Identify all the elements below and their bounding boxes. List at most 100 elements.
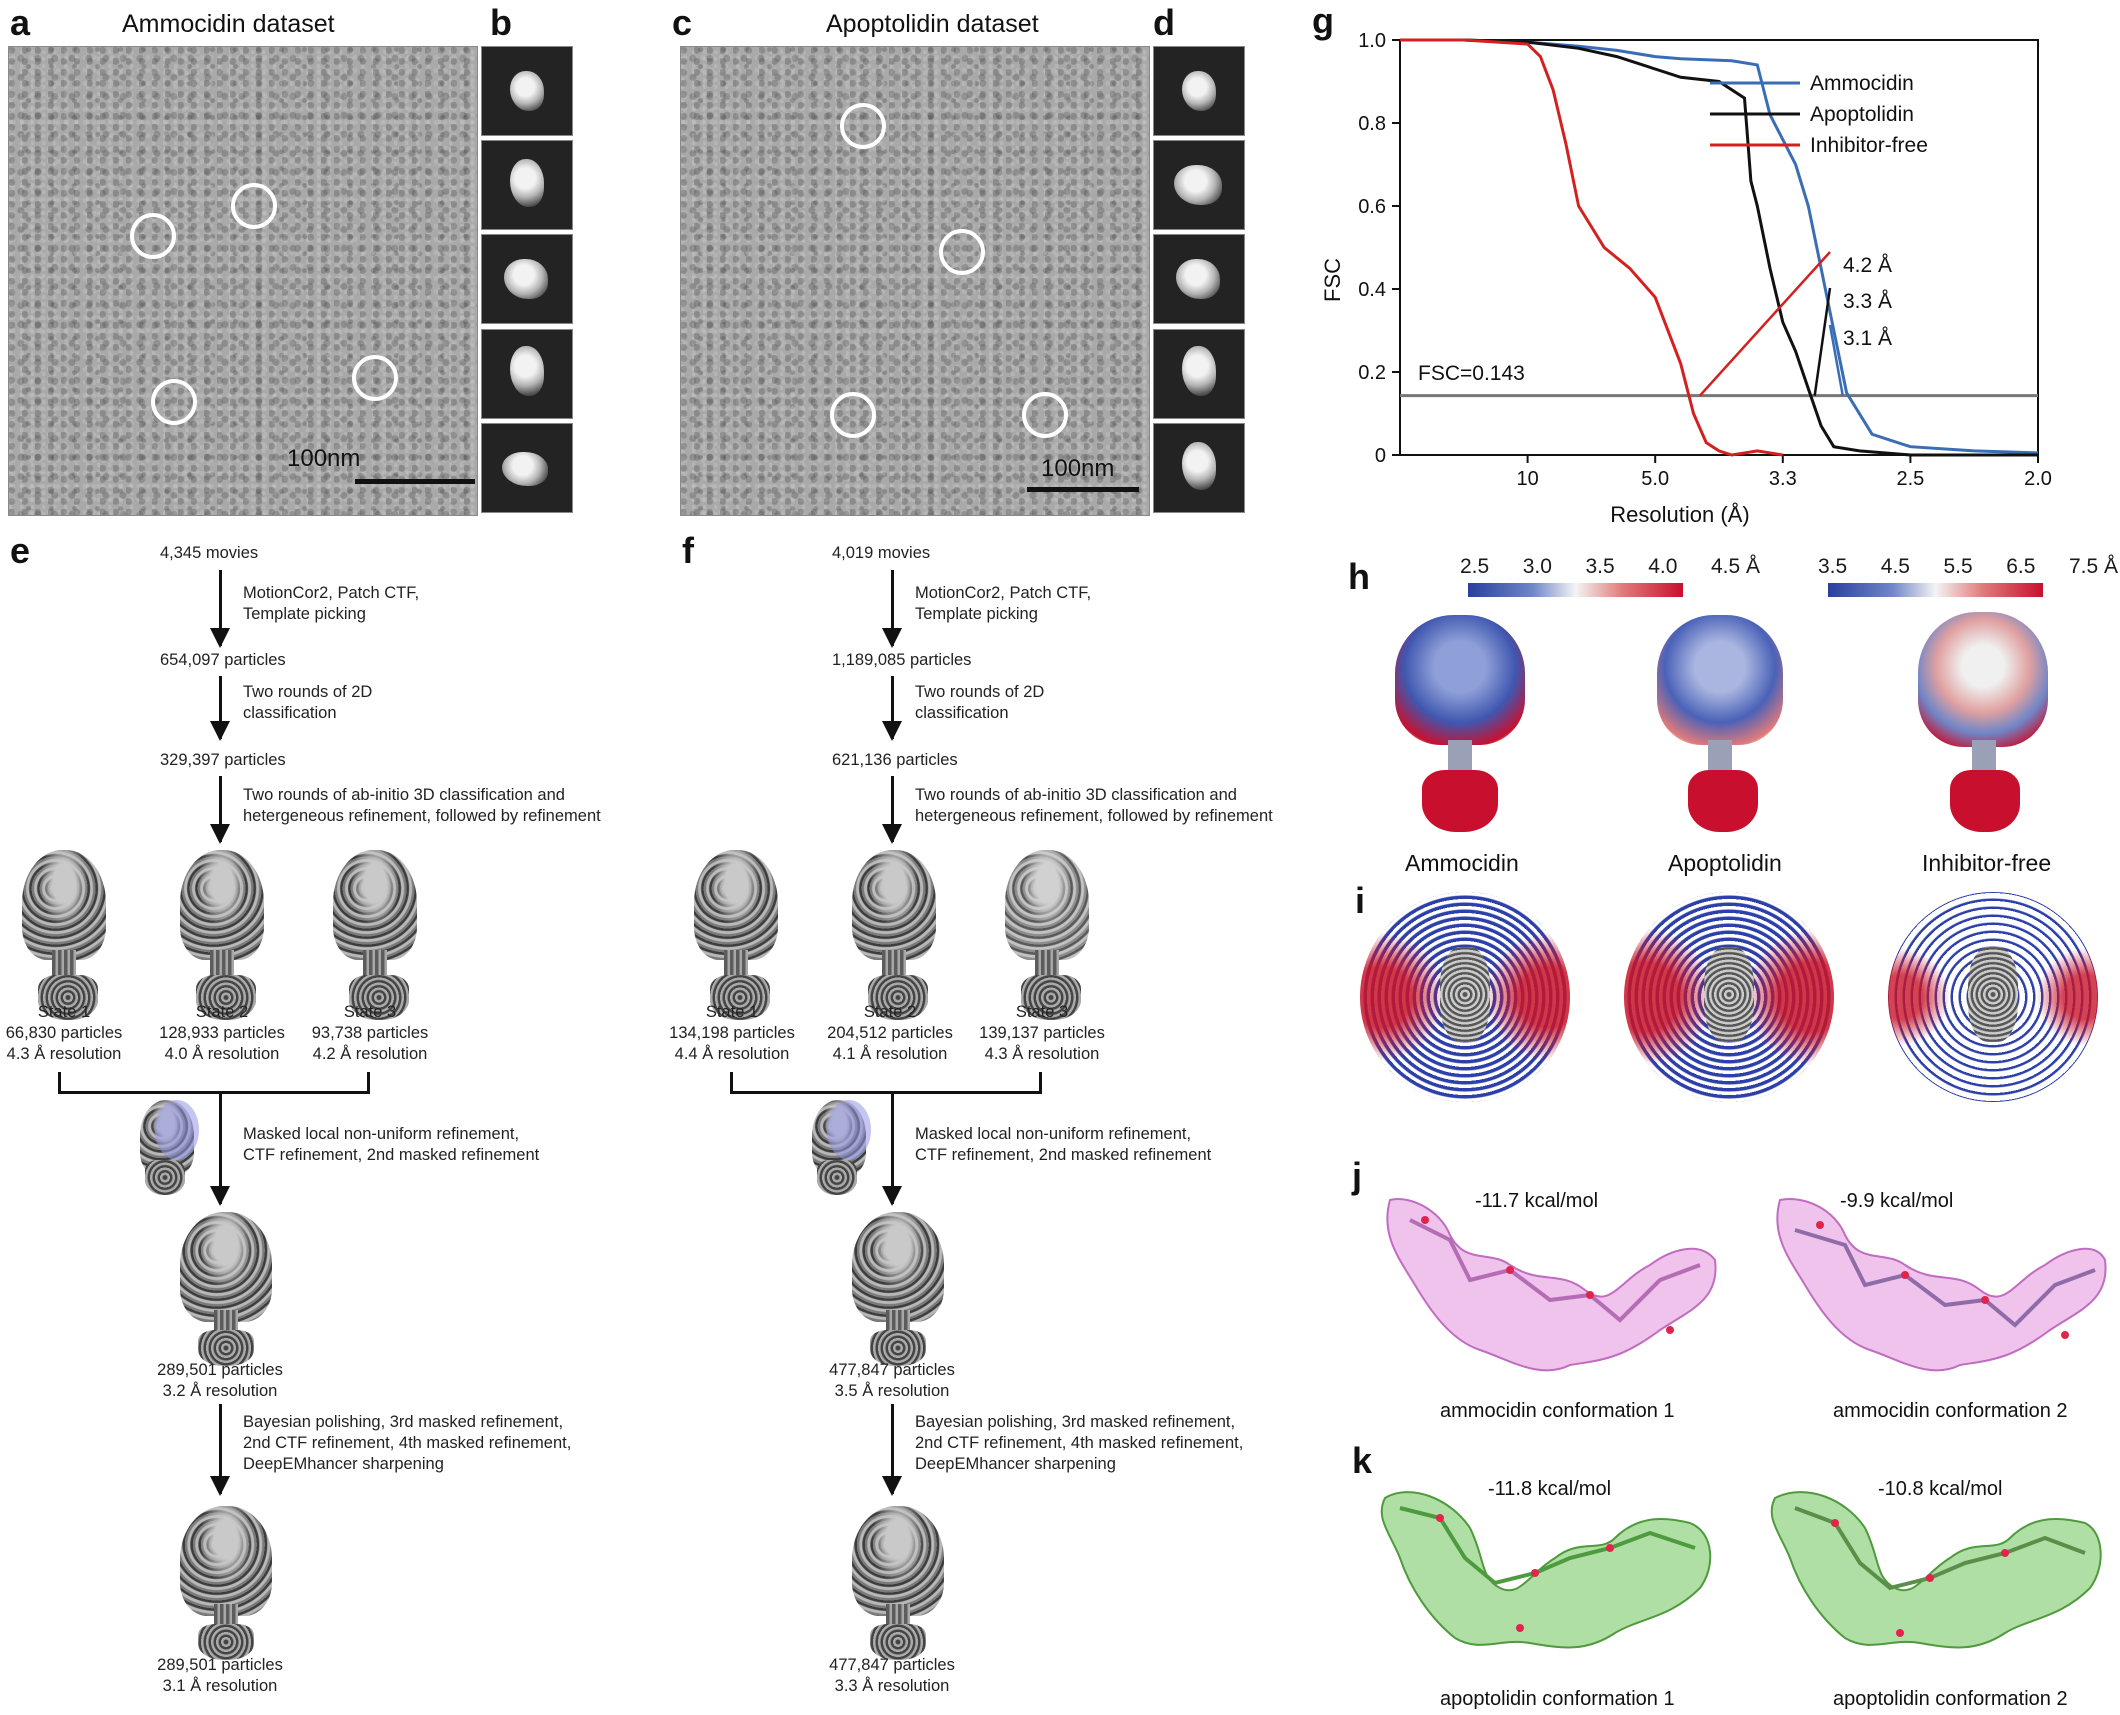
map-name-apoptolidin: Apoptolidin: [1668, 850, 1782, 876]
ligand-density-apoptolidin-1: [1380, 1491, 1712, 1649]
legend-ammocidin: Ammocidin: [1810, 72, 1914, 95]
class-average: [1153, 423, 1245, 513]
flow-arrow: [210, 776, 230, 844]
flow-arrow: [882, 1094, 902, 1206]
binding-energy: -11.7 kcal/mol: [1475, 1190, 1599, 1212]
y-tick-label: 0: [1375, 445, 1386, 467]
panel-label-j: j: [1352, 1155, 1363, 1196]
step-text: Bayesian polishing, 3rd masked refinemen…: [915, 1413, 1244, 1473]
scale-bar-label: 100nm: [1041, 455, 1115, 482]
particle-count: 654,097 particles: [160, 651, 286, 669]
class-average: [481, 329, 573, 419]
y-tick-label: 0.4: [1358, 279, 1386, 301]
x-tick-label: 3.3: [1769, 468, 1797, 490]
conformation-caption: apoptolidin conformation 1: [1440, 1688, 1675, 1710]
fsc-annotations: 4.2 Å 3.3 Å 3.1 Å: [1843, 254, 1892, 350]
binding-energy: -9.9 kcal/mol: [1840, 1190, 1954, 1212]
x-tick-label: 2.5: [1896, 468, 1924, 490]
angular-distribution-sphere: [1624, 892, 1834, 1102]
scale-bar: [355, 479, 475, 484]
panel-label-k: k: [1352, 1440, 1373, 1481]
apoptolidin-micrograph: 100nm: [680, 46, 1150, 516]
class-average: [1153, 46, 1245, 136]
ammocidin-dataset-title: Ammocidin dataset: [122, 10, 335, 38]
y-tick-label: 0.8: [1358, 113, 1386, 135]
step-text: Masked local non-uniform refinement,CTF …: [243, 1125, 540, 1164]
step-text: Two rounds of ab-initio 3D classificatio…: [243, 786, 601, 825]
class-average: [1153, 234, 1245, 324]
panel-label-a: a: [10, 2, 31, 43]
merge-bracket: [730, 1072, 1042, 1094]
flow-arrow: [882, 1404, 902, 1496]
annotation-4-2: 4.2 Å: [1843, 254, 1892, 277]
annotation-leader: [1813, 287, 1832, 396]
y-tick-label: 1.0: [1358, 30, 1386, 52]
particle-circle: [840, 103, 886, 149]
step-text: Two rounds of ab-initio 3D classificatio…: [915, 786, 1273, 825]
scale-bar: [1027, 487, 1139, 492]
panel-label-e: e: [10, 530, 31, 571]
step-text: Bayesian polishing, 3rd masked refinemen…: [243, 1413, 572, 1473]
particle-count: 1,189,085 particles: [832, 651, 972, 669]
annotation-leader: [1828, 324, 1845, 396]
particle-circle: [151, 379, 197, 425]
binding-energy: -10.8 kcal/mol: [1878, 1478, 2003, 1500]
class-average: [481, 46, 573, 136]
flow-arrow: [882, 676, 902, 741]
fsc-series-ammocidin: [1400, 38, 2039, 455]
apoptolidin-dataset-title: Apoptolidin dataset: [826, 10, 1039, 38]
fsc-legend: Ammocidin Apoptolidin Inhibitor-free: [1710, 72, 1928, 157]
panel-label-i: i: [1355, 880, 1366, 921]
scale-bar-label: 100nm: [287, 445, 361, 472]
legend-inhibitor-free: Inhibitor-free: [1810, 134, 1928, 157]
fsc-threshold-label: FSC=0.143: [1418, 362, 1525, 385]
map-name-inhibitor-free: Inhibitor-free: [1922, 850, 2052, 876]
flow-arrow: [210, 570, 230, 648]
particle-count: 329,397 particles: [160, 751, 286, 769]
step-text: MotionCor2, Patch CTF,Template picking: [915, 584, 1092, 623]
flow-arrow: [210, 1094, 230, 1206]
x-tick-label: 5.0: [1641, 468, 1669, 490]
flow-arrow: [882, 776, 902, 844]
panel-label-b: b: [490, 2, 512, 43]
class-average: [481, 234, 573, 324]
angular-distribution-sphere: [1888, 892, 2098, 1102]
x-tick-label: 10: [1516, 468, 1538, 490]
map-name-ammocidin: Ammocidin: [1405, 850, 1519, 876]
binding-energy: -11.8 kcal/mol: [1488, 1478, 1612, 1500]
particle-circle: [939, 229, 985, 275]
panel-label-g: g: [1312, 0, 1334, 41]
particle-circle: [830, 392, 876, 438]
panel-label-c: c: [672, 2, 693, 43]
fsc-series-apoptolidin: [1400, 38, 2038, 457]
class-average: [1153, 140, 1245, 230]
annotation-leader: [1698, 251, 1831, 397]
x-tick-label: 2.0: [2024, 468, 2052, 490]
particle-circle: [130, 213, 176, 259]
fsc-series-inhibitor-free: [1400, 38, 1784, 457]
conformation-caption: ammocidin conformation 2: [1833, 1400, 2068, 1422]
panel-label-f: f: [682, 530, 694, 571]
legend-apoptolidin: Apoptolidin: [1810, 103, 1914, 126]
conformation-caption: ammocidin conformation 1: [1440, 1400, 1675, 1422]
fsc-plot-frame: [1399, 39, 2039, 456]
conformation-caption: apoptolidin conformation 2: [1833, 1688, 2068, 1710]
step-text: Masked local non-uniform refinement,CTF …: [915, 1125, 1212, 1164]
panel-label-d: d: [1153, 2, 1175, 43]
class-average: [481, 423, 573, 513]
movies-count: 4,019 movies: [832, 544, 931, 562]
flow-arrow: [210, 676, 230, 741]
annotation-3-3: 3.3 Å: [1843, 290, 1892, 313]
class-average: [481, 140, 573, 230]
